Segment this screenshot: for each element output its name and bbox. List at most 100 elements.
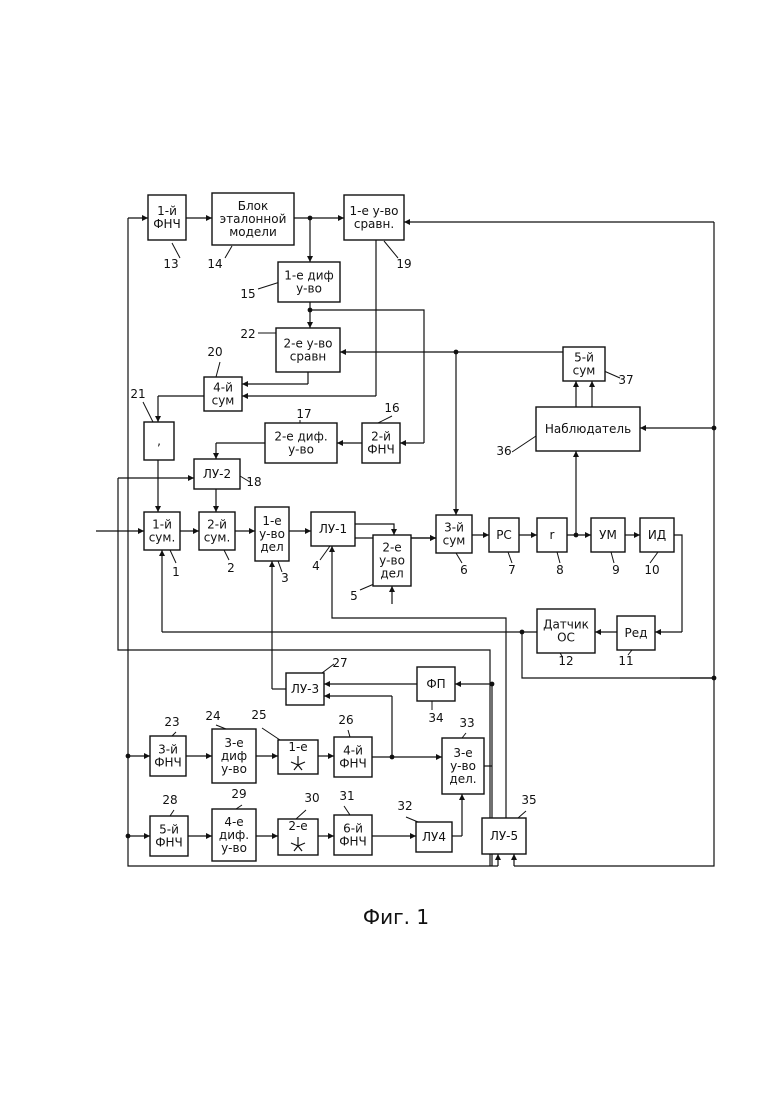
b15-b16-in-arrow — [400, 440, 406, 446]
block-number: 25 — [251, 708, 266, 722]
block-13: 1-йФНЧ13 — [148, 195, 186, 271]
b36-b37b-arrow — [589, 381, 595, 387]
block-number: 22 — [240, 327, 255, 341]
block-label: ЛУ-5 — [490, 829, 518, 843]
block-37: 5-йсум37 — [563, 347, 634, 387]
block-label: сравн. — [354, 217, 394, 231]
block-label: дел — [380, 567, 403, 581]
block-number: 10 — [644, 563, 659, 577]
leader-line — [170, 810, 174, 816]
b37-b22-arrow — [340, 349, 346, 355]
block-label: 4-й — [213, 381, 233, 395]
block-label: ЛУ-3 — [291, 682, 319, 696]
b30-b31-arrow — [328, 833, 334, 839]
block-label: 3-е — [453, 746, 472, 760]
leader-line — [557, 552, 560, 563]
b15-b22-arrow — [307, 322, 313, 328]
block-label: сум. — [149, 531, 176, 545]
b8-b9-arrow — [585, 532, 591, 538]
b32-b33-arrow — [459, 794, 465, 800]
block-number: 9 — [612, 563, 620, 577]
block-label: 3-е — [224, 736, 243, 750]
block-36: Наблюдатель36 — [496, 407, 640, 458]
block-label: ФНЧ — [339, 835, 367, 849]
block-label: ЛУ4 — [422, 830, 446, 844]
block-number: 27 — [332, 656, 347, 670]
block-number: 3 — [281, 571, 289, 585]
b24-b25-arrow — [272, 753, 278, 759]
block-number: 32 — [397, 799, 412, 813]
block-label: модели — [229, 225, 277, 239]
block-29: 4-едиф.у-во29 — [212, 787, 256, 861]
b31-b32-arrow — [410, 833, 416, 839]
b25-b26-arrow — [328, 753, 334, 759]
b34-b27-arrow — [324, 681, 330, 687]
block-label: ФП — [426, 677, 445, 691]
b29-b30-arrow — [272, 833, 278, 839]
block-number: 28 — [162, 793, 177, 807]
block-4: ЛУ-1 4 — [311, 512, 355, 573]
block-label: , — [157, 434, 161, 448]
block-12: ДатчикОС12 — [537, 609, 595, 668]
block-label: Блок — [238, 199, 269, 213]
block-label: 1-е у-во — [349, 204, 398, 218]
block-number: 35 — [521, 793, 536, 807]
block-number: 34 — [428, 711, 443, 725]
block-label: 3-й — [158, 743, 178, 757]
block-label: сум — [212, 394, 235, 408]
b26-b27-arrow — [324, 693, 330, 699]
block-label: у-во — [450, 759, 476, 773]
block-label: сравн — [290, 350, 327, 364]
block-label: 4-е — [224, 815, 243, 829]
block-11: Ред11 — [617, 616, 655, 668]
block-label: Датчик — [543, 618, 589, 632]
block-label: 2-е у-во — [283, 337, 332, 351]
b14-b15-arrow — [307, 256, 313, 262]
block-label: r — [550, 528, 555, 542]
block-label: дел — [260, 540, 283, 554]
figure-caption: Фиг. 1 — [363, 905, 429, 929]
b10-b11-arrow — [655, 629, 661, 635]
block-label: 1-й — [152, 518, 172, 532]
to-b18-arrow — [188, 475, 194, 481]
block-28: 5-йФНЧ28 — [150, 793, 188, 856]
block-26: 4-йФНЧ26 — [334, 713, 372, 777]
block-8: r8 — [537, 518, 567, 577]
block-24: 3-едифу-во24 — [205, 709, 256, 783]
block-label: 2-й — [207, 518, 227, 532]
block-label: 2-й — [371, 430, 391, 444]
block-label: 4-й — [343, 744, 363, 758]
block-20: 4-йсум20 — [204, 345, 242, 411]
b28-b29-arrow — [206, 833, 212, 839]
block-number: 18 — [246, 475, 261, 489]
block-number: 36 — [496, 444, 511, 458]
leader-line — [360, 584, 374, 590]
block-30: 2-е30 — [278, 791, 320, 855]
block-label: диф. — [219, 828, 249, 842]
to-b34-arrow — [455, 681, 461, 687]
block-17: 2-е диф.у-во17 — [265, 407, 337, 463]
leader-line — [462, 733, 466, 738]
b6-b7-arrow — [483, 532, 489, 538]
b7-b8-arrow — [531, 532, 537, 538]
block-label: 1-й — [157, 204, 177, 218]
block-label: сум — [443, 534, 466, 548]
block-18: ЛУ-218 — [194, 459, 262, 489]
block-label: ФНЧ — [153, 217, 181, 231]
leader-line — [172, 243, 180, 258]
block-number: 4 — [312, 559, 320, 573]
block-9: УМ9 — [591, 518, 625, 577]
block-label: сум — [573, 364, 596, 378]
b5-in-arrow — [389, 586, 395, 592]
leader-line — [216, 362, 220, 377]
leader-line — [143, 402, 153, 422]
b8-b36-arrow — [573, 451, 579, 457]
block-label: ЛУ-1 — [319, 522, 347, 536]
block-label: у-во — [296, 282, 322, 296]
block-34: ФП 34 — [417, 667, 455, 725]
block-number: 19 — [396, 257, 411, 271]
block-label: эталонной — [220, 212, 287, 226]
b3-b4-arrow — [305, 528, 311, 534]
leader-line — [262, 728, 280, 740]
